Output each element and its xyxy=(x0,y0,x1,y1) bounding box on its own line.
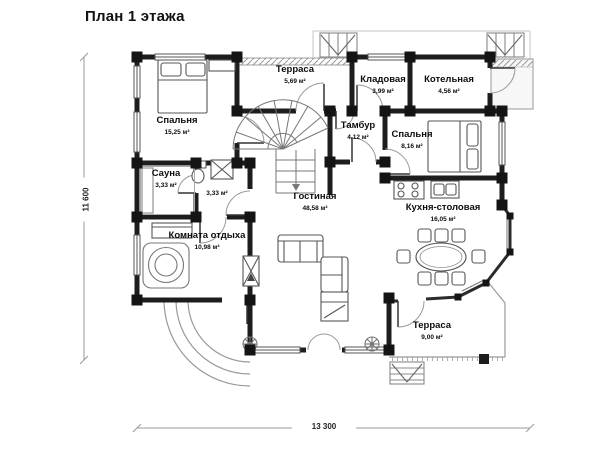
staircase xyxy=(232,99,329,194)
shower-icon xyxy=(210,159,234,180)
wall-posts xyxy=(131,51,514,356)
terrace-deck xyxy=(389,281,506,364)
doors xyxy=(177,67,516,351)
fireplace-icon xyxy=(242,255,260,287)
bed-icon xyxy=(427,120,482,173)
cabinet-icon xyxy=(320,291,349,322)
stove-icon xyxy=(393,180,425,200)
roof-outline xyxy=(312,30,531,59)
sofa-icon xyxy=(320,256,349,293)
plant-icon xyxy=(364,336,380,352)
tub-icon xyxy=(142,242,190,289)
bay-glazing xyxy=(461,219,508,292)
page-title: План 1 этажа xyxy=(85,8,185,25)
terrace-steps-icon xyxy=(389,361,425,385)
bed-icon xyxy=(157,59,236,114)
windows xyxy=(133,53,506,354)
dining-table-icon xyxy=(396,228,486,286)
entry-steps-right-icon xyxy=(486,32,525,58)
bay-walls xyxy=(389,204,512,303)
veranda-steps xyxy=(163,299,251,387)
sink-icon xyxy=(430,180,460,199)
furniture xyxy=(140,59,486,352)
sofa-icon xyxy=(277,234,324,263)
sauna-bench-icon xyxy=(140,166,195,215)
dimension-height-label: 11 600 xyxy=(81,177,91,222)
porch xyxy=(490,58,534,110)
terrace-railing xyxy=(238,57,351,66)
dimension-width-label: 13 300 xyxy=(292,422,356,431)
bench-icon xyxy=(151,222,193,239)
